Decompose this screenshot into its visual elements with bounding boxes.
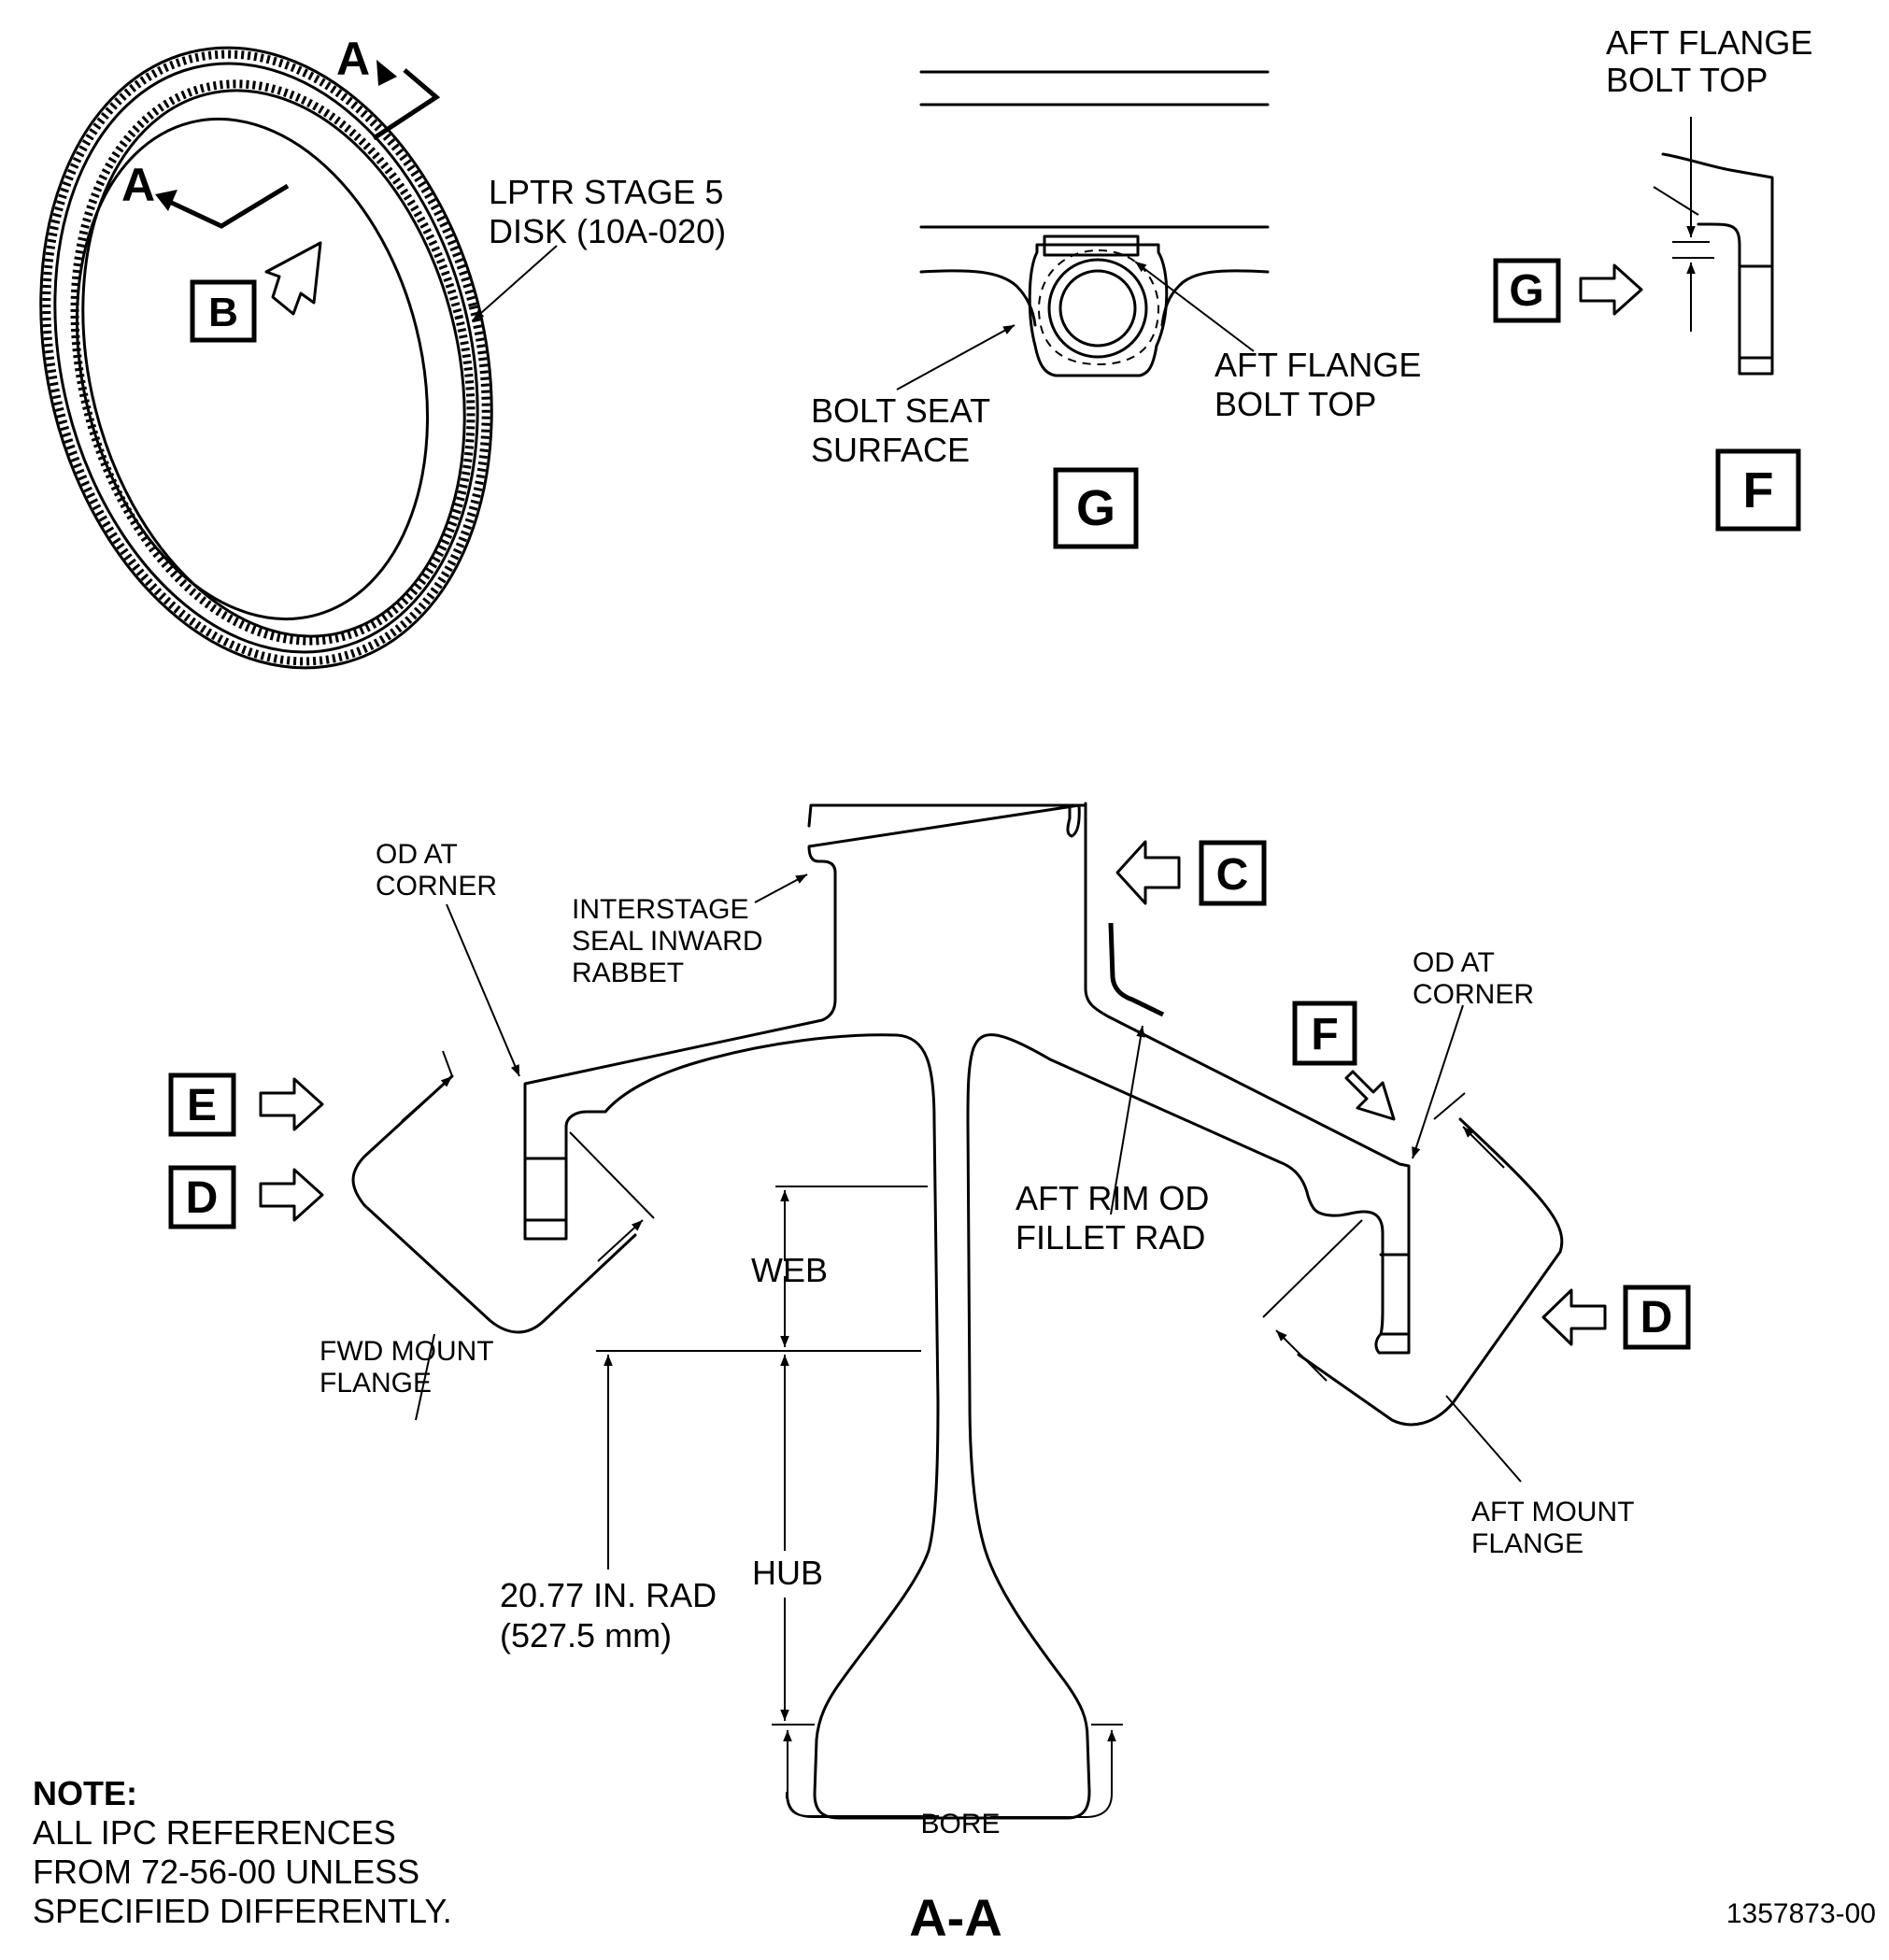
view-d-right-key-box — [1623, 1285, 1691, 1350]
disk-isometric-view: A A B LPTR STAGE 5 DISK (10A-020) — [39, 33, 726, 670]
section-aa-view: AFT RIM OD FILLET RAD FWD MOUNT FLANGE O… — [168, 794, 1691, 1947]
view-e-key-box — [168, 1072, 236, 1137]
view-b-key-box — [190, 279, 257, 343]
seal-rabbet-line1: INTERSTAGE — [572, 894, 748, 925]
note-block: NOTE: ALL IPC REFERENCES FROM 72-56-00 U… — [33, 1774, 452, 1930]
seal-rabbet-line3: RABBET — [572, 958, 684, 988]
fwd-od-line1: OD AT — [376, 839, 458, 870]
aft-od-line1: OD AT — [1413, 947, 1495, 978]
view-c-arrow-icon — [1115, 840, 1181, 905]
view-f-title-box — [1715, 448, 1801, 532]
aft-od-line2: CORNER — [1413, 979, 1534, 1010]
view-g-in-f-key: G — [1509, 266, 1543, 316]
note-heading: NOTE: — [33, 1774, 137, 1812]
radius-line2: (527.5 mm) — [500, 1616, 672, 1655]
section-line-lower — [160, 183, 290, 229]
fwd-flange-line2: FLANGE — [320, 1368, 432, 1399]
section-line-upper — [372, 68, 441, 141]
web-dimension-label: WEB — [751, 1251, 828, 1289]
view-g-in-f-box — [1493, 258, 1561, 323]
view-f-detail: AFT FLANGE BOLT TOP G F — [1493, 23, 1812, 532]
section-a-marker-upper: A — [336, 33, 370, 85]
note-line3: SPECIFIED DIFFERENTLY. — [33, 1892, 452, 1930]
view-g-detail: BOLT SEAT SURFACE AFT FLANGE BOLT TOP G — [811, 70, 1421, 549]
figure-number: 1357873-00 — [1726, 1898, 1876, 1929]
aft-rim-fillet-line2: FILLET RAD — [1016, 1218, 1205, 1257]
view-c-key: C — [1216, 850, 1249, 900]
radius-line1: 20.77 IN. RAD — [500, 1576, 717, 1614]
view-d-right-arrow-icon — [1541, 1288, 1607, 1346]
fwd-flange-line1: FWD MOUNT — [320, 1336, 494, 1367]
hub-dimension-label: HUB — [752, 1554, 823, 1592]
view-g-arrow-icon — [1579, 263, 1643, 316]
view-d-left-key: D — [186, 1173, 219, 1223]
section-title: A-A — [909, 1888, 1002, 1947]
view-f-section-key-box — [1292, 1001, 1357, 1066]
view-d-right-key: D — [1640, 1293, 1673, 1342]
view-f-bolt-top-line1: AFT FLANGE — [1606, 23, 1812, 62]
aft-rim-fillet-line1: AFT RIM OD — [1016, 1179, 1209, 1217]
view-g-title: G — [1076, 480, 1115, 536]
view-b-key: B — [208, 290, 238, 335]
disk-section-outline — [523, 802, 1411, 1820]
view-c-key-box — [1199, 840, 1267, 906]
view-f-bolt-top-line2: BOLT TOP — [1606, 61, 1768, 99]
view-b-arrow-icon — [264, 241, 322, 316]
view-g-bolt-top-line1: AFT FLANGE — [1214, 346, 1421, 384]
view-e-key: E — [187, 1081, 217, 1130]
bore-dimension-label: BORE — [920, 1809, 1000, 1839]
note-line2: FROM 72-56-00 UNLESS — [33, 1853, 419, 1891]
aft-flange-line2: FLANGE — [1471, 1528, 1584, 1559]
view-g-title-box — [1053, 467, 1139, 549]
view-g-bolt-seat-line1: BOLT SEAT — [811, 391, 990, 430]
section-a-marker-lower: A — [121, 159, 155, 211]
disk-name-line1: LPTR STAGE 5 — [489, 173, 723, 211]
view-f-title: F — [1743, 462, 1774, 518]
view-g-bolt-top-line2: BOLT TOP — [1214, 385, 1376, 423]
view-e-arrow-icon — [259, 1077, 324, 1131]
fwd-od-line2: CORNER — [376, 871, 497, 902]
aft-flange-line1: AFT MOUNT — [1471, 1497, 1634, 1527]
view-f-arrow-icon — [1344, 1070, 1396, 1121]
view-d-left-arrow-icon — [259, 1168, 324, 1222]
disk-name-line2: DISK (10A-020) — [489, 212, 726, 250]
view-f-section-key: F — [1311, 1010, 1338, 1059]
view-d-left-key-box — [168, 1165, 236, 1229]
note-line1: ALL IPC REFERENCES — [33, 1813, 396, 1852]
view-g-bolt-seat-line2: SURFACE — [811, 431, 970, 469]
seal-rabbet-line2: SEAL INWARD — [572, 926, 762, 957]
